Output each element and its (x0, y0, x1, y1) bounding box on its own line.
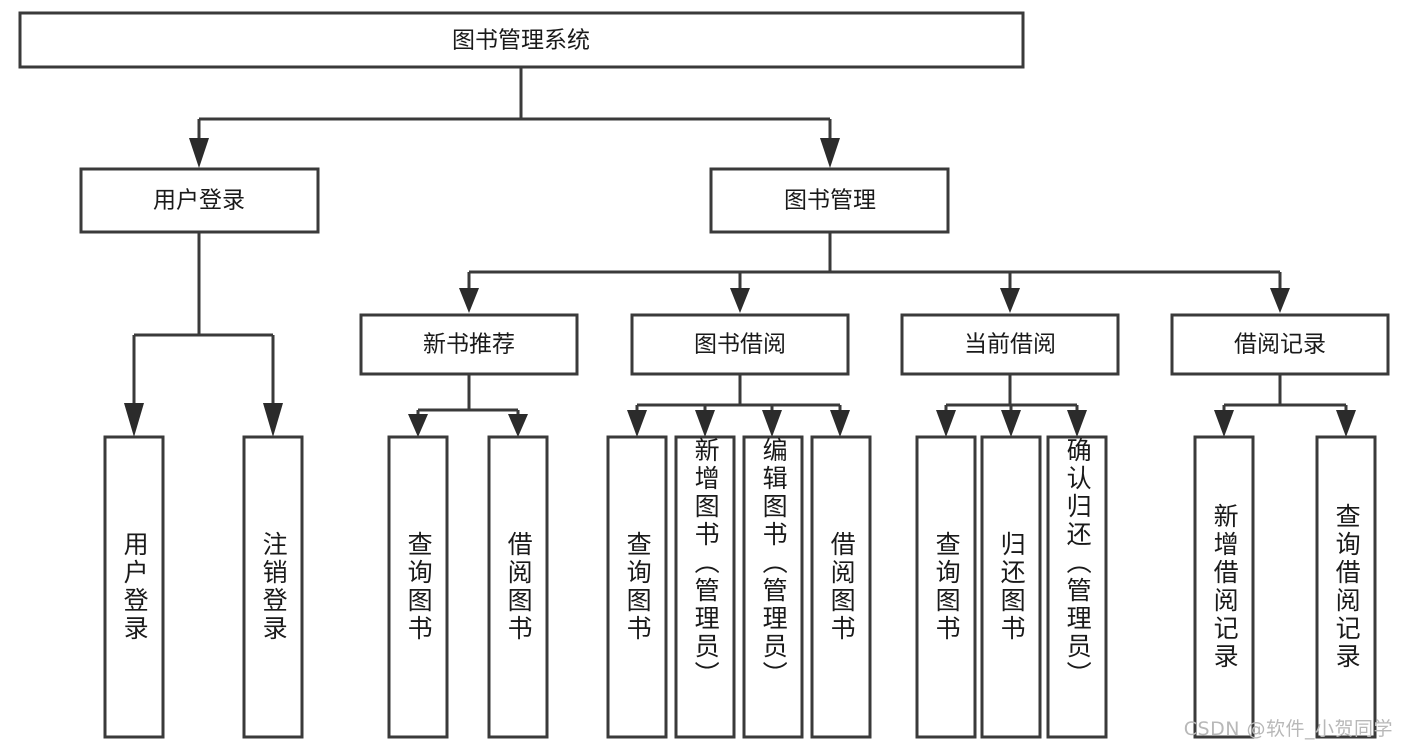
leaf-box-new-book-2[interactable] (487, 435, 549, 739)
arrow-head-leaf-current-borrow-2 (1001, 410, 1021, 437)
node-borrow-record-box[interactable] (1170, 313, 1390, 376)
arrow-head-book-manage (820, 138, 840, 168)
node-new-book-box[interactable] (359, 313, 579, 376)
arrow-head-leaf-book-borrow-4 (830, 410, 850, 437)
watermark-text: CSDN @软件_小贺同学 (1183, 718, 1393, 740)
arrow-head-leaf-new-book-2 (508, 414, 528, 437)
arrow-head-book-borrow (730, 288, 750, 313)
leaf-box-current-borrow-2[interactable] (980, 435, 1042, 739)
arrow-head-new-book (459, 288, 479, 313)
leaf-box-borrow-record-1[interactable] (1193, 435, 1255, 739)
leaf-box-user-login-1[interactable] (103, 435, 165, 739)
node-user-login-label: 用户登录 (153, 188, 245, 214)
leaf-box-book-borrow-1[interactable] (606, 435, 668, 739)
arrow-head-user-login (189, 138, 209, 168)
node-root-label: 图书管理系统 (452, 28, 590, 54)
leaf-box-user-login-2[interactable] (242, 435, 304, 739)
arrow-head-leaf-current-borrow-1 (936, 410, 956, 437)
node-current-borrow-label: 当前借阅 (964, 332, 1056, 358)
arrow-head-borrow-record (1270, 288, 1290, 313)
node-book-manage-label: 图书管理 (784, 188, 876, 214)
arrow-head-leaf-user-login-1 (124, 403, 144, 437)
arrow-head-leaf-book-borrow-3 (762, 410, 782, 437)
node-new-book-label: 新书推荐 (423, 332, 515, 358)
arrow-head-leaf-new-book-1 (408, 414, 428, 437)
leaf-box-current-borrow-3[interactable] (1046, 435, 1108, 739)
arrow-head-leaf-borrow-record-2 (1336, 410, 1356, 437)
leaf-box-book-borrow-3[interactable] (742, 435, 804, 739)
node-book-manage-box[interactable] (709, 167, 950, 234)
leaf-box-current-borrow-1[interactable] (915, 435, 977, 739)
node-book-borrow-label: 图书借阅 (694, 332, 786, 358)
leaf-box-book-borrow-4[interactable] (810, 435, 872, 739)
arrow-head-leaf-current-borrow-3 (1067, 410, 1087, 437)
node-current-borrow-box[interactable] (900, 313, 1120, 376)
leaf-box-book-borrow-2[interactable] (674, 435, 736, 739)
arrow-head-leaf-borrow-record-1 (1214, 410, 1234, 437)
leaf-box-new-book-1[interactable] (387, 435, 449, 739)
node-book-borrow-box[interactable] (630, 313, 850, 376)
arrow-head-leaf-book-borrow-1 (627, 410, 647, 437)
arrow-head-leaf-book-borrow-2 (695, 410, 715, 437)
arrow-head-current-borrow (1000, 288, 1020, 313)
leaf-box-borrow-record-2[interactable] (1315, 435, 1377, 739)
node-borrow-record-label: 借阅记录 (1234, 332, 1326, 358)
arrow-head-leaf-user-login-2 (263, 403, 283, 437)
node-root-box[interactable] (18, 11, 1025, 69)
